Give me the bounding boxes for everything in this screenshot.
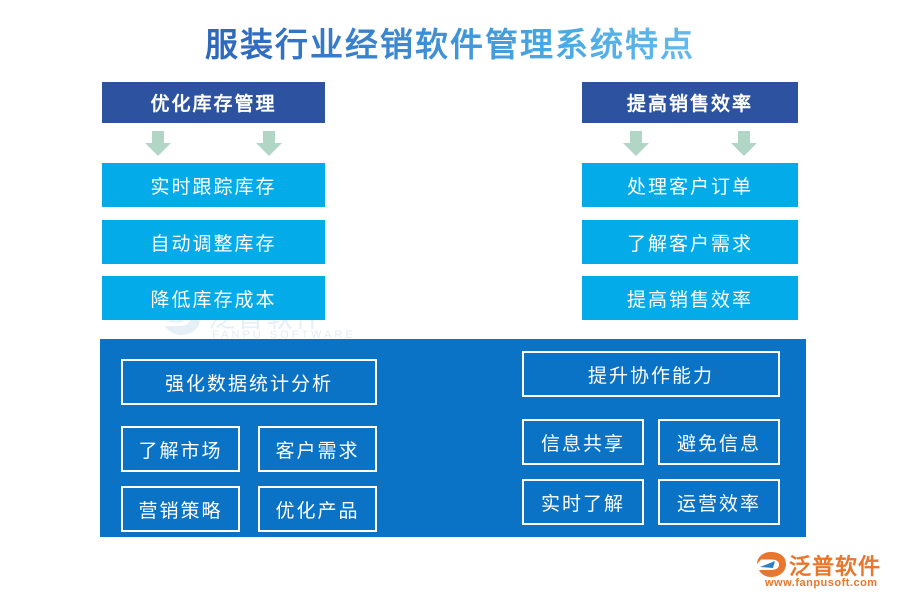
bottom-cell-data-0-0[interactable]: 了解市场 [121,426,240,472]
arrow-row-inventory [102,130,325,158]
brand-logo: 泛普软件 www.fanpusoft.com [755,549,895,595]
bottom-panel: 强化数据统计分析 了解市场 客户需求 营销策略 优化产品 提升协作能力 信息共享… [100,339,806,537]
column-item-inventory-1[interactable]: 自动调整库存 [102,220,325,264]
column-item-inventory-2[interactable]: 降低库存成本 [102,276,325,320]
bottom-cell-data-0-1[interactable]: 客户需求 [258,426,377,472]
page-title: 服装行业经销软件管理系统特点 [0,18,900,66]
bottom-cell-data-1-0[interactable]: 营销策略 [121,486,240,532]
down-arrow-icon [256,131,283,156]
down-arrow-icon [144,131,171,156]
column-header-sales: 提高销售效率 [582,82,798,123]
column-item-sales-2[interactable]: 提高销售效率 [582,276,798,320]
column-item-sales-1[interactable]: 了解客户需求 [582,220,798,264]
bottom-cell-collaboration-0-0[interactable]: 信息共享 [522,419,644,465]
column-item-sales-0[interactable]: 处理客户订单 [582,163,798,207]
down-arrow-icon [623,131,649,156]
bottom-cell-data-1-1[interactable]: 优化产品 [258,486,377,532]
bottom-wide-box-collaboration[interactable]: 提升协作能力 [522,351,780,397]
column-header-inventory: 优化库存管理 [102,82,325,123]
brand-name: 泛普软件 [789,554,882,579]
bottom-cell-collaboration-0-1[interactable]: 避免信息 [658,419,780,465]
fanpu-logo-icon [757,552,786,577]
bottom-cell-collaboration-1-1[interactable]: 运营效率 [658,479,780,525]
brand-url: www.fanpusoft.com [765,577,878,589]
arrow-row-sales [582,130,798,158]
column-item-inventory-0[interactable]: 实时跟踪库存 [102,163,325,207]
bottom-cell-collaboration-1-0[interactable]: 实时了解 [522,479,644,525]
down-arrow-icon [731,131,757,156]
bottom-wide-box-data[interactable]: 强化数据统计分析 [121,359,377,405]
